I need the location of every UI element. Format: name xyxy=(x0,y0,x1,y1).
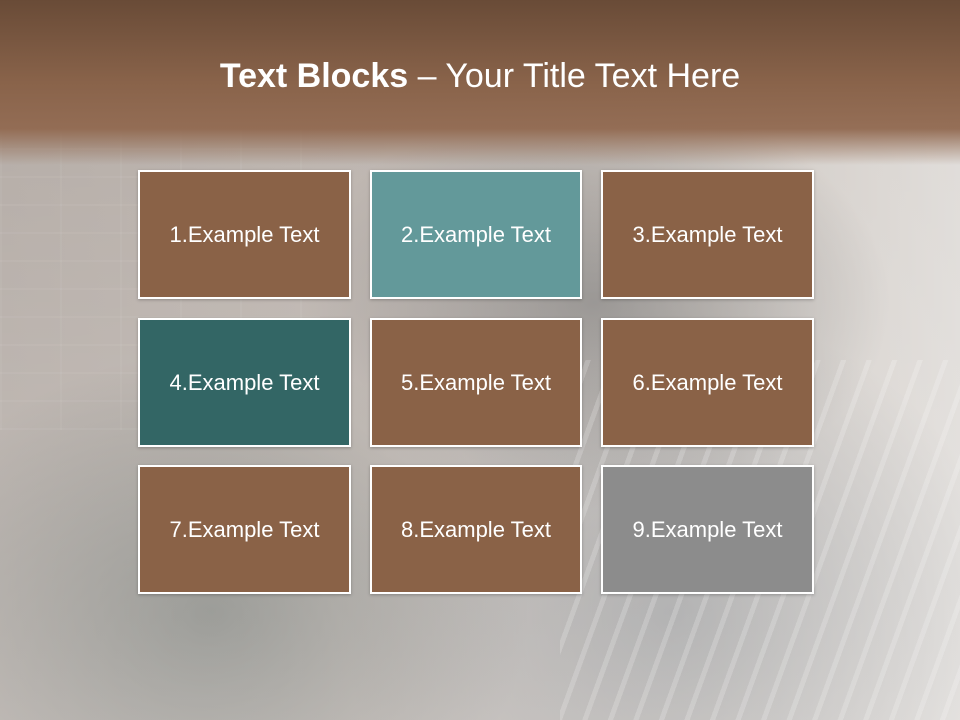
slide-title-regular: Your Title Text Here xyxy=(445,57,741,95)
text-blocks-grid: 1.Example Text 2.Example Text 3.Example … xyxy=(138,170,816,594)
text-block-label: 4.Example Text xyxy=(169,369,320,395)
text-block-7: 7.Example Text xyxy=(138,465,351,594)
slide-title: Text Blocks – Your Title Text Here xyxy=(0,52,960,100)
slide-title-bold: Text Blocks xyxy=(219,57,409,95)
text-block-3: 3.Example Text xyxy=(601,170,814,299)
text-block-8: 8.Example Text xyxy=(370,465,582,594)
text-block-label: 1.Example Text xyxy=(169,221,320,247)
text-block-label: 8.Example Text xyxy=(400,516,551,542)
text-block-1: 1.Example Text xyxy=(138,170,351,299)
text-block-5: 5.Example Text xyxy=(370,318,582,447)
title-band xyxy=(0,0,960,165)
text-block-2: 2.Example Text xyxy=(370,170,582,299)
text-block-4: 4.Example Text xyxy=(138,318,351,447)
text-block-9: 9.Example Text xyxy=(601,465,814,594)
text-block-label: 6.Example Text xyxy=(632,369,783,395)
text-block-label: 3.Example Text xyxy=(632,221,783,247)
slide-title-separator: – xyxy=(408,57,446,95)
text-block-6: 6.Example Text xyxy=(601,318,814,447)
text-block-label: 9.Example Text xyxy=(632,516,783,542)
text-block-label: 7.Example Text xyxy=(169,516,320,542)
text-block-label: 2.Example Text xyxy=(400,221,551,247)
text-block-label: 5.Example Text xyxy=(400,369,551,395)
